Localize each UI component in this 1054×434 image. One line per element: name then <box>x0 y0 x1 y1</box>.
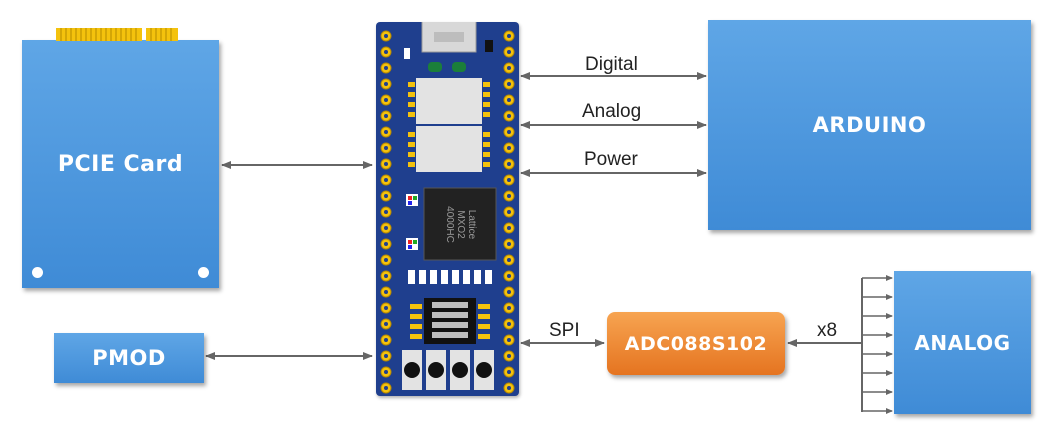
pmod-block: PMOD <box>54 333 204 383</box>
pmod-label: PMOD <box>92 346 166 370</box>
fpga-chip <box>423 187 497 261</box>
adc-block: ADC088S102 <box>607 312 785 375</box>
chip-line-2: MXO2 <box>454 209 466 239</box>
digital-label: Digital <box>585 54 638 75</box>
pcie-hole-left <box>32 267 43 278</box>
adc-label: ADC088S102 <box>624 332 768 355</box>
pcie-card-label: PCIE Card <box>57 151 184 177</box>
chip-line-3: 4000HC <box>443 205 455 243</box>
pcie-card-block: PCIE Card <box>22 40 219 288</box>
fpga-board: Lattice MXO2 4000HC <box>376 22 519 396</box>
analog-link-label: Analog <box>582 101 642 122</box>
power-label: Power <box>584 149 638 170</box>
pcie-hole-right <box>198 267 209 278</box>
x8-label: x8 <box>817 320 838 341</box>
usb-connector <box>421 22 477 53</box>
fpga-chip-text: Lattice MXO2 4000HC <box>424 188 496 260</box>
analog-block: ANALOG <box>894 271 1031 414</box>
pcie-gold-fingers <box>56 28 178 41</box>
analog-label: ANALOG <box>914 330 1011 355</box>
spi-label: SPI <box>549 320 580 341</box>
fpga-board-graphic <box>380 22 515 394</box>
arduino-label: ARDUINO <box>812 113 927 137</box>
chip-line-1: Lattice <box>465 209 477 239</box>
flash-chip <box>416 78 482 124</box>
bus-branches <box>862 275 893 414</box>
arduino-block: ARDUINO <box>708 20 1031 230</box>
